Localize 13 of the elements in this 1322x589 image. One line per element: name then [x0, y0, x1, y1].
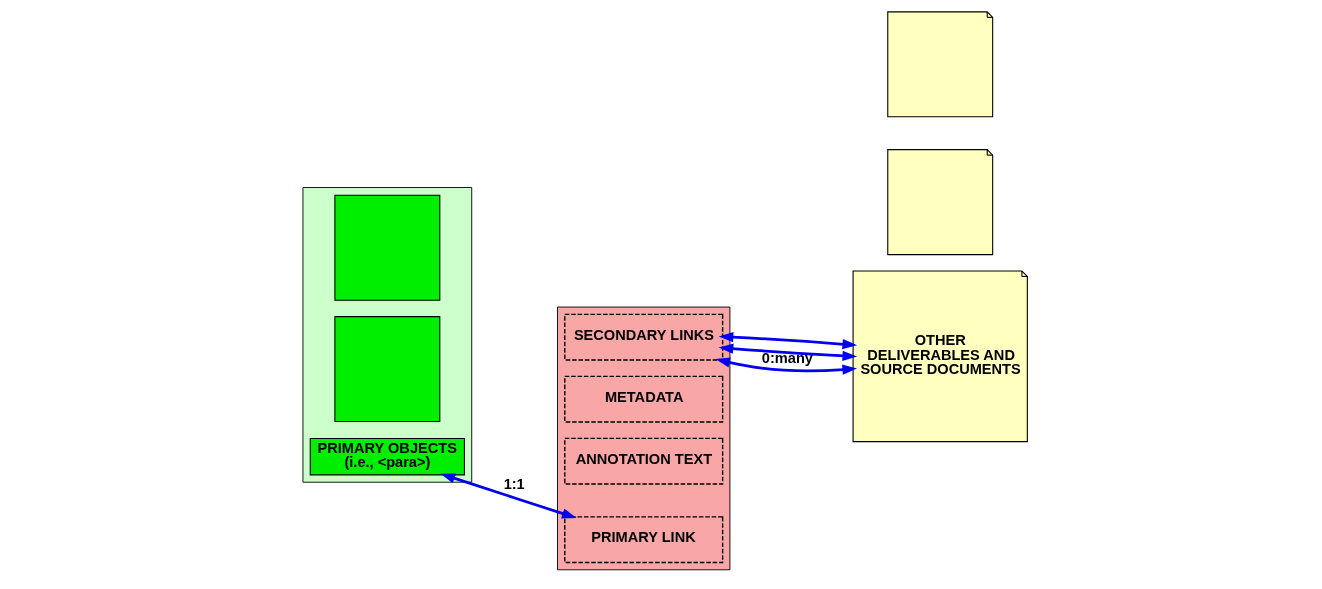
node-box: PRIMARY LINK — [563, 516, 723, 564]
arrow — [714, 357, 857, 375]
arrow — [718, 343, 857, 361]
node-box — [333, 194, 440, 301]
node-box: METADATA — [563, 375, 723, 423]
arrow — [440, 473, 577, 519]
edge-label: 1:1 — [503, 476, 525, 493]
arrow — [718, 332, 857, 350]
edge-label: 0:many — [761, 349, 813, 366]
node-box: PRIMARY OBJECTS (i.e., <para>) — [309, 437, 465, 476]
node-box: SECONDARY LINKS — [563, 313, 723, 361]
node-box — [333, 316, 440, 423]
node-box: ANNOTATION TEXT — [563, 437, 723, 485]
